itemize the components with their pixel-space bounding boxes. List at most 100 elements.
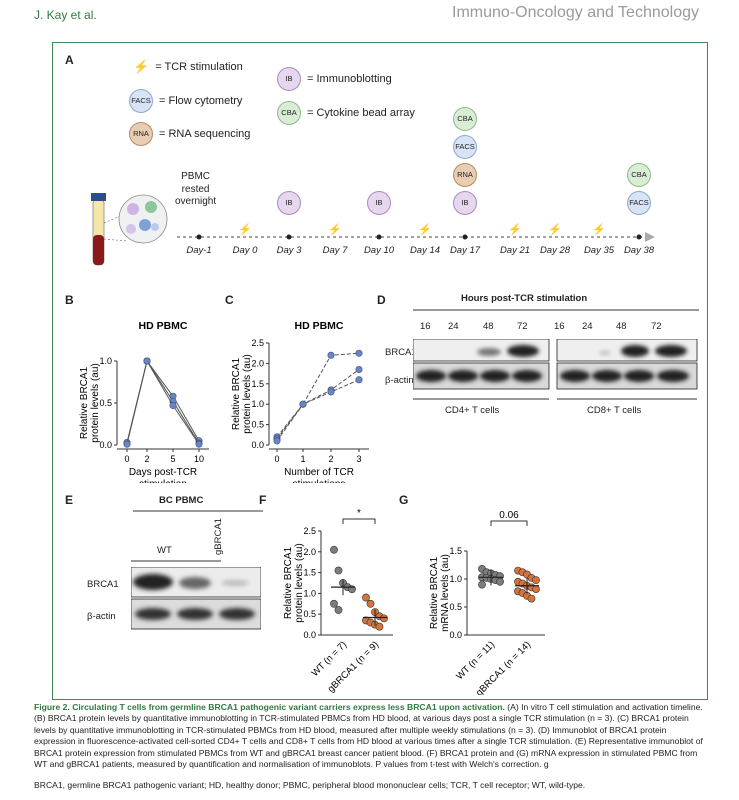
- facs-badge-icon: FACS: [453, 135, 477, 159]
- y-tick-label: 0.5: [251, 420, 264, 430]
- x-axis-label: Number of TCRstimulations: [284, 467, 354, 483]
- y-tick-label: 0.5: [449, 602, 462, 612]
- data-point: [330, 599, 338, 608]
- series-line: [126, 359, 200, 445]
- blot-e-label-actin: β-actin: [87, 611, 116, 622]
- timeline-day-label: Day 17: [449, 245, 481, 256]
- data-point: [532, 576, 540, 585]
- panel-letter-e: E: [65, 493, 74, 507]
- x-tick-label: 0: [124, 454, 129, 464]
- facs-badge-icon: FACS: [129, 89, 153, 113]
- timeline-day-label: Day 0: [232, 245, 258, 256]
- panel-e-wt-line: [131, 560, 221, 562]
- panel-d-hour-label: 16: [554, 321, 565, 332]
- y-tick-label: 1.0: [251, 399, 264, 409]
- blood-tube-illustration: [91, 193, 168, 266]
- timeline-day-label: Day 21: [499, 245, 531, 256]
- figure-panel-box: A ⚡ = TCR stimulation FACS = Flow cytome…: [52, 42, 708, 700]
- y-tick-label: 0.0: [251, 440, 264, 450]
- data-point: [169, 402, 177, 410]
- y-axis-label: Relative BRCA1mRNA levels (au): [429, 554, 451, 632]
- panel-d-hour-label: 48: [483, 321, 494, 332]
- blot-e-images: [131, 567, 261, 630]
- timeline-day-label: Day 7: [322, 245, 348, 256]
- panel-d-hour-label: 72: [651, 321, 662, 332]
- y-axis-label: Relative BRCA1protein levels (au): [231, 354, 253, 433]
- caption-abbreviations: BRCA1, germline BRCA1 pathogenic variant…: [34, 780, 586, 790]
- panel-d-header-line: [413, 309, 699, 311]
- data-point: [362, 593, 370, 602]
- data-point: [327, 388, 335, 396]
- ib-badge-icon: IB: [277, 67, 301, 91]
- timeline-dot: [462, 234, 468, 240]
- legend-ib: IB = Immunoblotting: [277, 67, 392, 91]
- lightning-icon: ⚡: [418, 224, 432, 236]
- y-tick-label: 0.0: [99, 440, 112, 450]
- data-point: [366, 599, 375, 608]
- data-point: [527, 594, 536, 603]
- data-point: [355, 366, 363, 374]
- blot-d-label-actin: β-actin: [385, 375, 414, 386]
- panel-e-title: BC PBMC: [159, 495, 204, 506]
- panel-d-hour-label: 48: [616, 321, 627, 332]
- panel-d-group-cd4: CD4+ T cells: [445, 405, 500, 416]
- panel-d-header: Hours post-TCR stimulation: [461, 293, 588, 304]
- data-point: [380, 614, 388, 623]
- series-line: [276, 379, 360, 442]
- panel-letter-d: D: [377, 293, 386, 307]
- caption-body: (A) In vitro T cell stimulation and acti…: [34, 702, 703, 770]
- y-tick-label: 1.5: [251, 379, 264, 389]
- panel-e-group-gbrca1: gBRCA1: [213, 518, 224, 555]
- timeline-dot: [196, 234, 202, 240]
- header-authors: J. Kay et al.: [34, 8, 97, 22]
- ib-badge-icon: IB: [453, 191, 477, 215]
- data-point: [532, 585, 540, 593]
- x-tick-label: 2: [144, 454, 149, 464]
- cba-badge-icon: CBA: [627, 163, 651, 187]
- panel-d-hour-label: 24: [582, 321, 593, 332]
- timeline-day-label: Day 14: [409, 245, 441, 256]
- series-line: [126, 359, 200, 444]
- panel-letter-b: B: [65, 293, 74, 307]
- ib-badge-icon: IB: [367, 191, 391, 215]
- cba-badge-icon: CBA: [453, 107, 477, 131]
- caption-title: Figure 2. Circulating T cells from germl…: [34, 702, 505, 712]
- panel-d-group-cd8: CD8+ T cells: [587, 405, 642, 416]
- data-point: [143, 357, 151, 365]
- timeline-day-label: Day 38: [623, 245, 655, 256]
- lightning-icon: ⚡: [508, 224, 522, 236]
- y-tick-label: 2.0: [251, 358, 264, 368]
- panel-e-group-wt: WT: [157, 545, 172, 556]
- series-line: [276, 369, 360, 440]
- timeline-day-label: Day 28: [539, 245, 571, 256]
- data-point: [195, 440, 203, 448]
- ib-badge-icon: IB: [277, 191, 301, 215]
- figure-caption: Figure 2. Circulating T cells from germl…: [34, 702, 706, 771]
- timeline-dot: [376, 234, 382, 240]
- panel-d-hour-label: 72: [517, 321, 528, 332]
- blot-d-images: [413, 339, 698, 390]
- y-tick-label: 2.5: [303, 526, 316, 536]
- timeline-dot: [286, 234, 292, 240]
- panel-letter-f: F: [259, 493, 267, 507]
- lightning-icon: ⚡: [592, 224, 606, 236]
- data-point: [375, 622, 384, 631]
- timeline-dot: [636, 234, 642, 240]
- cba-badge-icon: CBA: [277, 101, 301, 125]
- x-tick-label: 2: [328, 454, 333, 464]
- y-axis-label: Relative BRCA1protein levels (au): [79, 363, 101, 442]
- timeline-day-label: Day 10: [363, 245, 395, 256]
- y-tick-label: 0.5: [303, 609, 316, 619]
- panel-d-group-brackets: [413, 398, 697, 400]
- data-point: [334, 606, 343, 614]
- y-axis-label: Relative BRCA1protein levels (au): [283, 543, 305, 622]
- data-point: [327, 351, 335, 359]
- header-journal: Immuno-Oncology and Technology: [452, 4, 699, 21]
- x-tick-label: 3: [356, 454, 361, 464]
- data-point: [334, 566, 343, 575]
- timeline-day-label: Day 35: [583, 245, 615, 256]
- panel-letter-a: A: [65, 53, 74, 67]
